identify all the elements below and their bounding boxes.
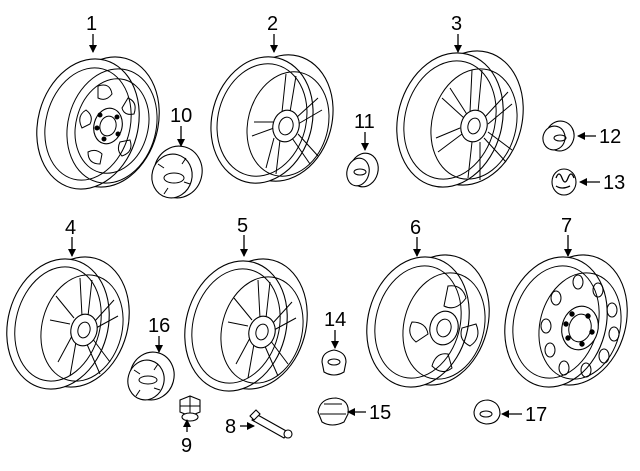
callout-12: 12	[599, 126, 621, 148]
wheel-7	[504, 254, 628, 388]
callout-4: 4	[65, 217, 76, 239]
center-cap-14	[321, 349, 347, 376]
valve-stem-8	[249, 409, 293, 439]
callout-leaders	[68, 34, 600, 432]
callout-5: 5	[237, 215, 248, 237]
callout-11: 11	[354, 111, 375, 133]
center-cap-12	[542, 120, 575, 152]
callout-17: 17	[525, 404, 547, 426]
wheel-1	[36, 56, 160, 190]
wheel-4	[6, 256, 130, 390]
center-cap-11	[346, 152, 379, 188]
wheel-3	[396, 50, 524, 188]
callout-8: 8	[225, 416, 236, 438]
callout-16: 16	[148, 315, 170, 337]
center-cap-15	[317, 397, 349, 426]
callout-14: 14	[324, 309, 346, 331]
callout-7: 7	[561, 215, 572, 237]
callout-10: 10	[170, 105, 192, 127]
wheel-6	[366, 254, 490, 388]
wheel-5	[184, 258, 308, 392]
callout-3: 3	[451, 13, 462, 35]
center-cap-10	[151, 145, 203, 199]
callout-6: 6	[410, 217, 421, 239]
callout-15: 15	[369, 402, 391, 424]
wheel-2	[210, 54, 334, 184]
callout-1: 1	[86, 13, 97, 35]
callout-9: 9	[181, 435, 192, 457]
center-cap-17	[473, 399, 501, 425]
callout-2: 2	[267, 13, 278, 35]
callout-13: 13	[603, 172, 625, 194]
callout-numbers: 1 2 3 10 11 12 13 4 5 6 7 16 14 9 8 15 1…	[65, 13, 625, 457]
center-cap-16	[127, 351, 175, 401]
center-cap-13	[551, 168, 577, 196]
lug-nut-9	[179, 395, 201, 422]
